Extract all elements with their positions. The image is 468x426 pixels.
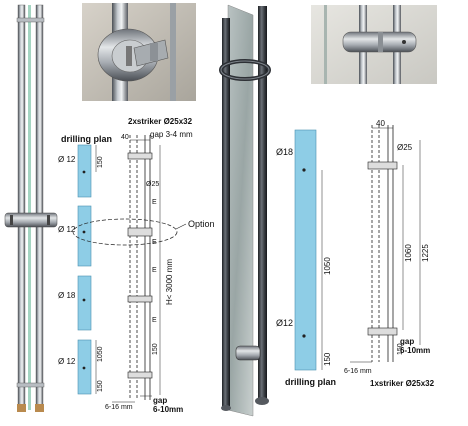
right-dim-150-rail: 150	[397, 343, 404, 355]
left-dim-1050: 1050	[97, 346, 104, 362]
photo-lock-with-key	[82, 3, 196, 101]
right-dim-1225: 1225	[421, 244, 430, 262]
left-gap-top: gap 3-4 mm	[150, 130, 193, 139]
left-diam-12-c: Ø 12	[58, 357, 76, 366]
left-diam-25: Ø25	[146, 181, 159, 188]
right-technical-drawing	[294, 125, 421, 371]
left-diam-12-a: Ø 12	[58, 155, 76, 164]
right-gap-2: 6-10mm	[400, 346, 430, 355]
right-gap-1: gap	[400, 337, 414, 346]
left-dim-40: 40	[121, 134, 129, 141]
right-striker-note: 1xstriker Ø25x32	[370, 379, 435, 388]
left-drilling-plan-title: drilling plan	[61, 134, 112, 144]
left-gap-bottom-2: 6-10mm	[153, 405, 183, 414]
right-dim-40: 40	[376, 119, 385, 128]
left-dim-150-top: 150	[97, 156, 104, 168]
right-dim-1060: 1060	[404, 244, 413, 262]
right-diam-12: Ø12	[276, 318, 293, 328]
left-mark-4: E	[152, 317, 157, 324]
right-diam-18: Ø18	[276, 147, 293, 157]
left-dim-150-rail: 150	[152, 343, 159, 355]
left-mark-1: E	[152, 199, 157, 206]
handle-front-view	[4, 4, 58, 412]
left-striker-note: 2xstriker Ø25x32	[128, 117, 193, 126]
left-technical-drawing	[72, 135, 187, 403]
left-tube-range: 6-16 mm	[105, 404, 133, 411]
left-gap-bottom-1: gap	[153, 396, 167, 405]
photo-cylinder-lock	[311, 5, 437, 84]
right-dim-150: 150	[323, 352, 332, 366]
left-mark-3: E	[152, 267, 157, 274]
right-dim-1050: 1050	[323, 257, 332, 275]
right-diam-25: Ø25	[397, 143, 413, 152]
left-option-label: Option	[188, 219, 215, 229]
right-drilling-plan-title: drilling plan	[285, 377, 336, 387]
left-dim-150-bottom: 150	[97, 380, 104, 392]
right-tube-range: 6-16 mm	[344, 368, 372, 375]
left-mark-2: E	[152, 239, 157, 246]
left-height-note: H< 3000 mm	[165, 259, 174, 305]
handle-perspective-view	[219, 4, 271, 417]
left-diam-18: Ø 18	[58, 291, 76, 300]
left-diam-12-b: Ø 12	[58, 225, 76, 234]
